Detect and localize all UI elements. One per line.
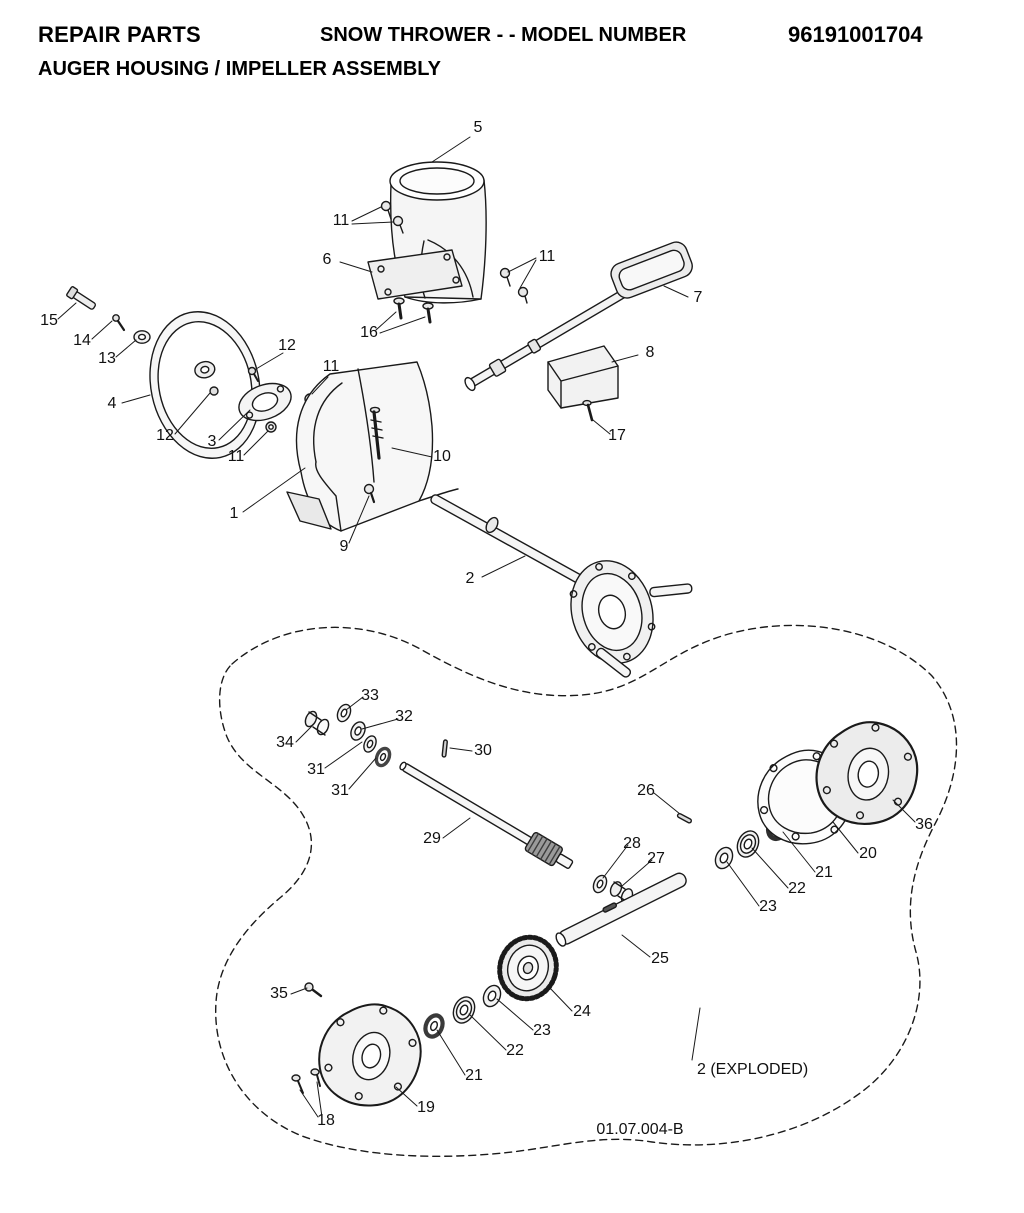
callout-label: 5 xyxy=(474,119,483,136)
part-32-washer xyxy=(350,721,366,741)
callout-leader-lines xyxy=(57,136,916,1118)
callout-label: 9 xyxy=(340,538,349,555)
part-17-pin xyxy=(582,399,594,422)
callout-label: 6 xyxy=(323,251,332,268)
part-8-bracket xyxy=(547,345,619,409)
callout-label: 7 xyxy=(694,289,703,306)
assembly-title: AUGER HOUSING / IMPELLER ASSEMBLY xyxy=(38,58,442,80)
part-12-stud-a xyxy=(247,366,259,382)
callout-label: 11 xyxy=(323,358,340,375)
callout-label: 29 xyxy=(423,830,441,847)
callout-label: 21 xyxy=(815,864,833,881)
part-29-worm-shaft xyxy=(399,761,574,869)
doc-title: REPAIR PARTS xyxy=(38,22,201,47)
part-15-bolt xyxy=(66,286,96,310)
callout-label: 23 xyxy=(759,898,777,915)
callout-label: 36 xyxy=(915,816,933,833)
part-23-washer-left xyxy=(482,984,502,1008)
callout-label: 10 xyxy=(433,448,451,465)
callout-label: 33 xyxy=(361,687,379,704)
callout-label: 35 xyxy=(270,985,288,1002)
callout-label: 8 xyxy=(646,344,655,361)
callout-label: 17 xyxy=(608,427,626,444)
part-13-washer xyxy=(133,330,151,344)
callout-label: 22 xyxy=(788,880,806,897)
callout-label: 16 xyxy=(360,324,378,341)
callout-label: 11 xyxy=(539,248,556,265)
part-5-discharge-chute xyxy=(389,161,487,304)
part-4-impeller-disc xyxy=(149,311,261,459)
part-12-stud-b xyxy=(209,386,219,396)
callout-label: 18 xyxy=(317,1112,335,1129)
callout-label: 31 xyxy=(331,782,349,799)
callout-label: 14 xyxy=(73,332,91,349)
part-19-gear-housing-cover xyxy=(318,1003,422,1107)
callout-label: 3 xyxy=(208,433,217,450)
part-21-seal-left xyxy=(423,1013,445,1039)
part-22-bearing-left xyxy=(452,996,476,1024)
callout-label: 31 xyxy=(307,761,325,778)
callout-label: 19 xyxy=(417,1099,435,1116)
part-6-mounting-plate xyxy=(367,249,463,300)
callout-label: 34 xyxy=(276,734,294,751)
callout-label: 12 xyxy=(156,427,174,444)
part-30-pin xyxy=(441,739,448,758)
part-2-gearbox-assembly xyxy=(430,494,693,678)
part-14-screw xyxy=(112,314,126,332)
callout-label: 25 xyxy=(651,950,669,967)
part-31-washers xyxy=(363,735,392,768)
part-33-washer xyxy=(336,703,352,723)
part-1-auger-housing xyxy=(286,361,459,532)
part-36-gear-housing xyxy=(815,721,919,825)
part-28-washer xyxy=(592,874,608,894)
part-26-pin xyxy=(676,812,692,824)
part-7-cleanout-tool xyxy=(464,241,693,392)
callout-label: 13 xyxy=(98,350,116,367)
callout-label: 15 xyxy=(40,312,58,329)
callout-label: 26 xyxy=(637,782,655,799)
callout-label: 2 xyxy=(466,570,475,587)
part-9-bolt xyxy=(363,483,376,504)
exploded-parts xyxy=(291,703,919,1107)
part-34-spacer xyxy=(304,710,330,736)
callout-label: 27 xyxy=(647,850,665,867)
callout-label: 1 xyxy=(230,505,239,522)
part-16-bolts xyxy=(393,297,434,324)
callout-label: 11 xyxy=(333,212,350,229)
part-25-axle-tube xyxy=(555,872,687,947)
callout-label: 30 xyxy=(474,742,492,759)
part-10-spring-rod xyxy=(369,406,384,460)
exploded-view-boundary xyxy=(215,624,958,1157)
part-3-bearing-flange xyxy=(238,382,292,422)
callout-label: 11 xyxy=(228,448,245,465)
part-18-screws xyxy=(291,1068,321,1094)
callout-label: 21 xyxy=(465,1067,483,1084)
callout-label: 28 xyxy=(623,835,641,852)
callout-label: 24 xyxy=(573,1003,591,1020)
callout-label: 20 xyxy=(859,845,877,862)
part-24-gear xyxy=(497,934,559,1002)
drawing-code: 01.07.004-B xyxy=(596,1121,683,1138)
callout-label: 12 xyxy=(278,337,296,354)
callout-label: 32 xyxy=(395,708,413,725)
doc-subtitle: SNOW THROWER - - MODEL NUMBER xyxy=(320,24,687,46)
callout-labels: 5 11 6 11 7 15 14 16 13 12 8 11 4 12 3 1… xyxy=(40,119,933,1129)
part-35-screw xyxy=(304,982,323,998)
part-22-bearing-right xyxy=(736,830,760,858)
callout-label: 22 xyxy=(506,1042,524,1059)
callout-label: 4 xyxy=(108,395,117,412)
part-23-washer-right xyxy=(714,846,734,870)
exploded-label: 2 (EXPLODED) xyxy=(697,1061,808,1078)
model-number: 96191001704 xyxy=(788,22,923,47)
callout-label: 23 xyxy=(533,1022,551,1039)
